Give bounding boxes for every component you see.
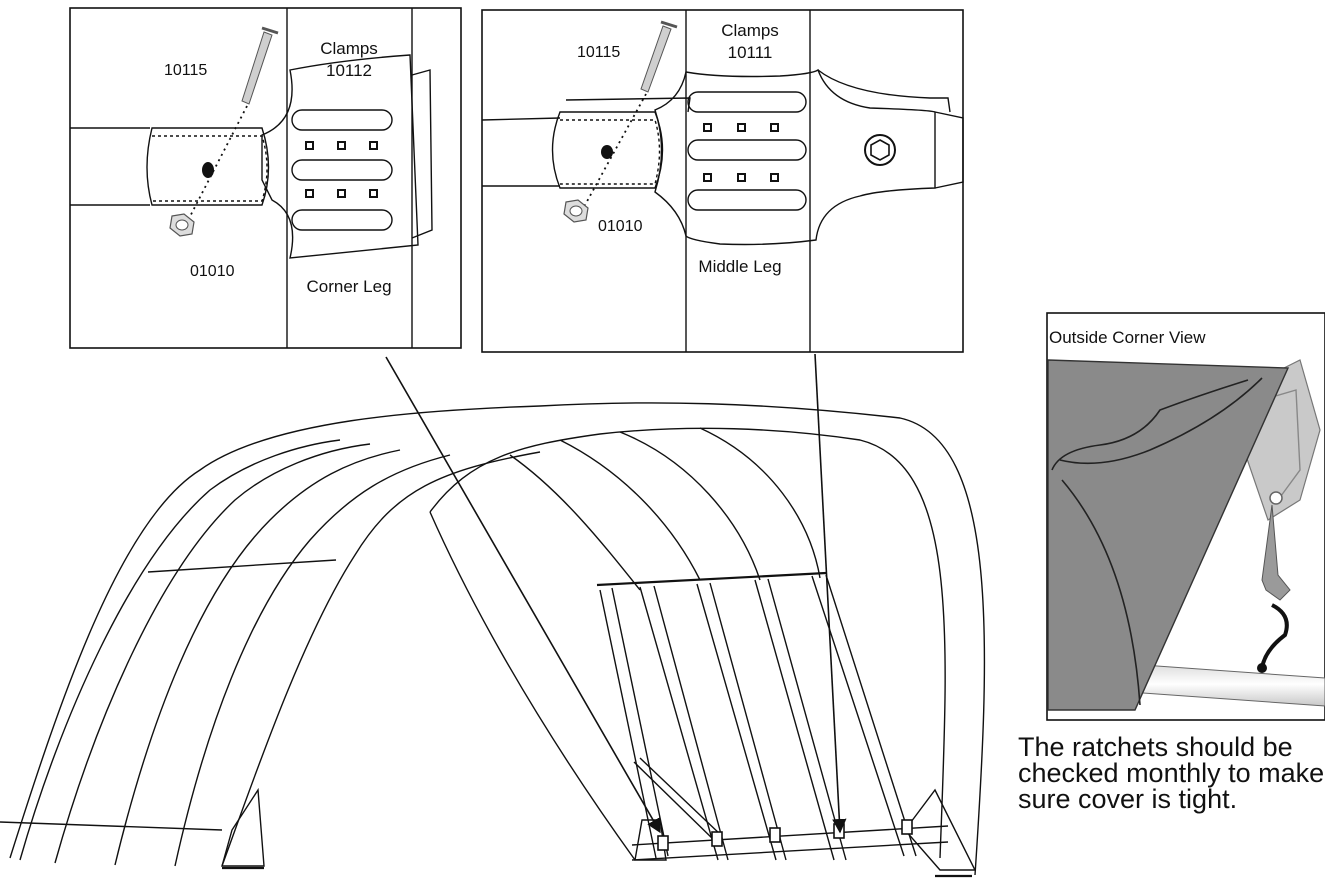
end-post-6: [709, 582, 787, 861]
end-post-3: [639, 586, 719, 861]
corner-slot-bottom: [291, 209, 393, 231]
corner-pin-label: 10115: [164, 62, 207, 79]
middle-detail-panel: 10115 Clamps 10111 01010 Middle Leg: [481, 9, 964, 353]
end-post-1: [599, 589, 657, 859]
left-strap-lower: [0, 821, 223, 831]
end-post-7: [754, 579, 835, 861]
end-post-5: [696, 583, 777, 861]
end-post-4: [653, 585, 729, 861]
corner-clamp-plate: [261, 54, 419, 259]
ratchet-instruction-caption: The ratchets should be checked monthly t…: [1018, 732, 1325, 814]
corner-pin-hole: [202, 162, 214, 178]
corner-slot-top: [291, 109, 393, 131]
middle-nut: [563, 199, 589, 223]
middle-pin-hole: [601, 145, 613, 159]
corner-detail-frame: [69, 7, 462, 349]
shelter-frame: [0, 402, 986, 878]
middle-tube-left-top: [481, 117, 561, 121]
middle-nut-label: 01010: [598, 218, 643, 235]
middle-slot-middle: [687, 139, 807, 161]
diagonal-brace-a: [633, 761, 717, 843]
middle-tube-right: [934, 111, 964, 189]
middle-slot-top: [687, 91, 807, 113]
middle-slot-bottom: [687, 189, 807, 211]
right-rib-4: [699, 427, 821, 579]
left-rib-1: [19, 439, 341, 861]
right-rib-2: [559, 439, 701, 581]
middle-pointer-arrow: [814, 353, 847, 834]
cover-fold-line-1: [1051, 379, 1249, 471]
left-arch-inner: [221, 451, 541, 867]
right-foot-plate: [904, 788, 977, 871]
left-rib-4: [174, 454, 451, 867]
corner-detail-panel: 10115 Clamps 10112 01010 Corner Leg: [69, 7, 462, 349]
bottom-tube-top: [631, 825, 949, 846]
outside-corner-view: Outside Corner View: [1046, 312, 1325, 721]
corner-pin-bolt: [241, 26, 279, 105]
middle-detail-frame: [481, 9, 964, 353]
end-post-2: [611, 587, 669, 857]
corner-flap: [411, 69, 433, 239]
bottom-tube-bottom: [631, 841, 949, 861]
middle-hex-bolt: [864, 134, 896, 166]
left-strap-upper: [147, 559, 337, 573]
middle-flap-right: [817, 69, 951, 113]
right-arch-inner: [429, 427, 946, 859]
outside-view-title: Outside Corner View: [1049, 328, 1206, 347]
rear-leg-inner: [429, 511, 636, 861]
end-post-9: [811, 575, 905, 857]
diagonal-brace-b: [639, 757, 723, 837]
middle-clamps-code: 10111: [728, 43, 773, 62]
corner-nut: [169, 213, 195, 237]
right-arch-outer: [539, 402, 986, 876]
left-rib-3: [114, 449, 401, 866]
corner-sleeve: [146, 127, 270, 206]
left-rib-2: [54, 443, 371, 864]
corner-clamps-code: 10112: [326, 61, 372, 80]
top-crossbar: [596, 571, 827, 587]
corner-leg-label: Corner Leg: [306, 277, 391, 296]
middle-square-holes: [703, 123, 779, 182]
middle-leg-label: Middle Leg: [698, 257, 781, 276]
corner-pointer-arrow: [385, 356, 661, 834]
middle-flap-left: [565, 97, 691, 113]
bottom-clamps: [657, 819, 913, 851]
middle-clamp-plate: [654, 68, 936, 246]
right-rib-1: [509, 454, 641, 591]
end-post-8: [767, 578, 847, 861]
end-post-10: [825, 574, 917, 857]
corner-clamps-label: Clamps: [320, 39, 378, 58]
corner-inner-tube-hidden: [152, 135, 268, 202]
middle-pin-label: 10115: [577, 44, 620, 61]
middle-inner-tube-hidden: [560, 119, 661, 185]
middle-clamps-label: Clamps: [721, 21, 779, 40]
cover-fold-line-3: [1061, 479, 1141, 706]
cover-fold-line-2: [1059, 377, 1263, 465]
middle-pin-bolt: [640, 20, 678, 93]
corner-nut-label: 01010: [190, 263, 235, 280]
left-arch-outer: [9, 405, 541, 859]
corner-square-holes: [305, 141, 378, 198]
gray-cover-panel: [1047, 359, 1290, 711]
left-foot-plate: [221, 787, 265, 867]
right-rib-3: [619, 431, 761, 581]
corner-slot-middle: [291, 159, 393, 181]
